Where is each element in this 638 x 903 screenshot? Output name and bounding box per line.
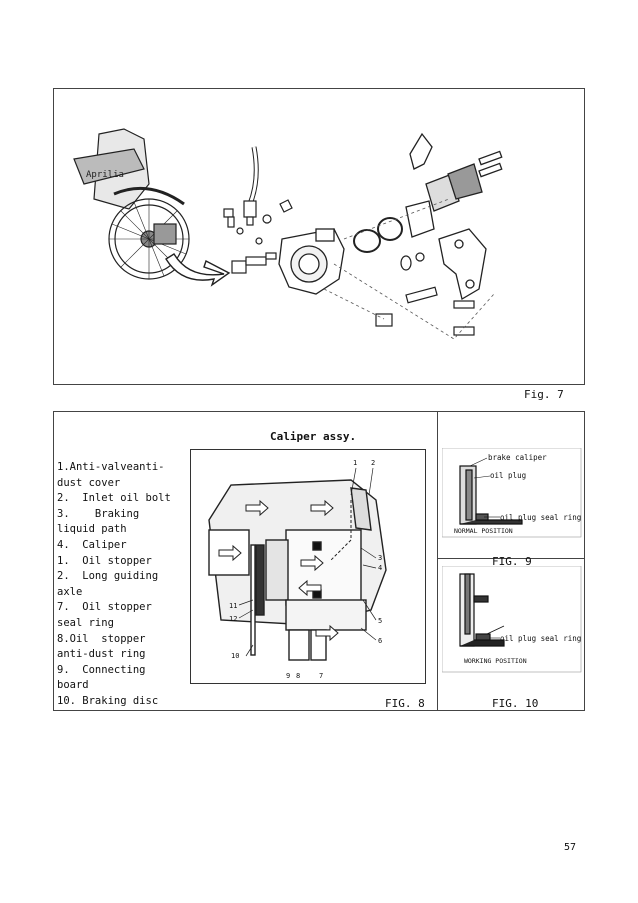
fig10-drawing: oil plug seal ring WORKING POSITION [441,565,582,673]
fig9-label: FIG. 9 [492,555,532,568]
normal-position-label: NORMAL POSITION [454,527,513,535]
svg-text:Aprilia: Aprilia [86,170,124,180]
caliper-body [278,228,345,295]
assembly-guide-lines [323,198,495,340]
caliper-bracket [438,228,487,301]
callout-label: 9 [286,672,290,680]
bleed-valve-parts [231,252,277,274]
callout-label: 6 [378,637,382,645]
table-divider-vertical [437,411,438,711]
brake-pads [409,132,503,212]
callout-label: 3 [378,554,382,562]
fig10-working-position-diagram: oil plug seal ring WORKING POSITION [441,565,582,673]
piston-and-seals [353,200,435,271]
oil-plug-label: oil plug [490,471,526,480]
oil-plug-seal-ring-label: oil plug seal ring [500,513,581,522]
fig8-caliper-section: 1 2 3 4 5 6 7 8 9 10 11 12 [190,449,426,684]
list-item: 4. Caliper [57,538,127,551]
list-item: 9. Connecting board [57,663,152,692]
list-item: 7. Oil stopper seal ring [57,601,159,629]
fig10-label: FIG. 10 [492,697,539,710]
guide-axles-bolts [375,286,475,336]
working-position-label: WORKING POSITION [464,657,527,665]
list-item: 2. Long guiding axle [57,570,165,598]
fig9-normal-position-diagram: brake caliper oil plug oil plug seal rin… [441,447,582,538]
fig9-drawing: brake caliper oil plug oil plug seal rin… [441,447,582,538]
fig7-frame: Aprilia [53,88,585,385]
fig7-exploded-caliper-drawing: Aprilia [73,128,503,340]
brake-hose [223,146,293,245]
caliper-table-frame [53,411,585,711]
callout-label: 5 [378,617,382,625]
curved-arrow [165,253,231,287]
callout-label: 8 [296,672,300,680]
callout-label: 12 [229,615,237,623]
oil-plug-seal-ring-label: oil plug seal ring [500,634,581,643]
parts-list: 1.Anti-valveanti-dust cover 2. Inlet oil… [57,460,179,710]
list-item: 3. Braking liquid path [57,507,152,536]
callout-label: 4 [378,564,382,572]
list-item: 1.Anti-valveanti-dust cover [57,461,165,489]
fig8-drawing: 1 2 3 4 5 6 7 8 9 10 11 12 [208,459,387,680]
callout-label: 10 [231,652,239,660]
list-item: 1. Oil stopper [57,554,152,567]
caliper-title: Caliper assy. [270,430,357,443]
list-item: 10. Braking disc [57,694,159,707]
list-item: 8.Oil stopper anti-dust ring [57,632,159,661]
callout-label: 1 [353,459,357,467]
table-divider-horizontal [437,558,585,559]
list-item: 2. Inlet oil bolt [57,492,171,505]
page-number: 57 [564,842,577,853]
callout-label: 2 [371,459,375,467]
callout-label: 11 [229,602,237,610]
brake-caliper-label: brake caliper [488,453,547,462]
fig7-label: Fig. 7 [524,388,564,401]
fig8-label: FIG. 8 [385,697,425,710]
callout-label: 7 [319,672,323,680]
